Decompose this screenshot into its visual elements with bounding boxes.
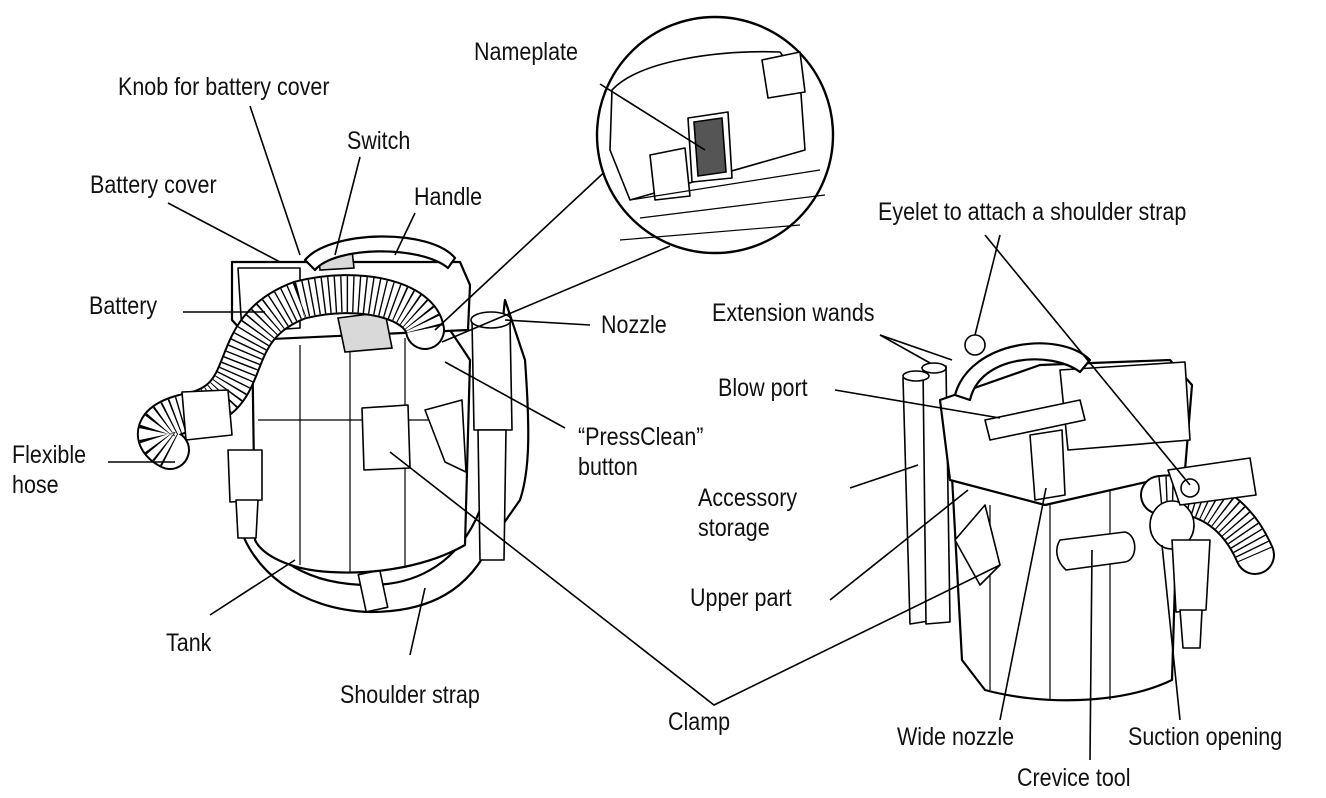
- label-accessory-storage-line2: storage: [698, 514, 770, 542]
- label-nozzle: Nozzle: [601, 311, 667, 339]
- label-shoulder-strap: Shoulder strap: [340, 681, 480, 709]
- label-pressclean-button: “PressClean” button: [578, 422, 703, 482]
- label-upper-part: Upper part: [690, 584, 792, 612]
- label-wide-nozzle: Wide nozzle: [897, 723, 1015, 751]
- label-blow-port: Blow port: [718, 374, 808, 402]
- label-flexible-hose: Flexible hose: [12, 440, 86, 500]
- label-flexible-hose-line2: hose: [12, 471, 59, 499]
- label-flexible-hose-line1: Flexible: [12, 441, 87, 469]
- label-knob-battery-cover: Knob for battery cover: [118, 73, 330, 101]
- label-clamp: Clamp: [668, 708, 731, 736]
- label-battery: Battery: [89, 292, 158, 320]
- label-pressclean-line2: button: [578, 453, 638, 481]
- label-nameplate: Nameplate: [474, 38, 578, 66]
- label-handle: Handle: [414, 183, 483, 211]
- leader-lines: [108, 83, 1191, 761]
- label-eyelet: Eyelet to attach a shoulder strap: [878, 198, 1187, 226]
- nameplate-magnifier: [434, 15, 835, 343]
- right-vacuum-illustration: [902, 334, 1275, 702]
- label-battery-cover: Battery cover: [90, 171, 217, 199]
- label-tank: Tank: [166, 629, 212, 657]
- label-extension-wands: Extension wands: [712, 299, 875, 327]
- left-vacuum-illustration: [137, 235, 530, 614]
- label-suction-opening: Suction opening: [1128, 723, 1283, 751]
- label-accessory-storage-line1: Accessory: [698, 484, 798, 512]
- label-crevice-tool: Crevice tool: [1017, 764, 1131, 792]
- label-switch: Switch: [347, 127, 411, 155]
- label-pressclean-line1: “PressClean”: [578, 423, 704, 451]
- label-accessory-storage: Accessory storage: [698, 483, 797, 543]
